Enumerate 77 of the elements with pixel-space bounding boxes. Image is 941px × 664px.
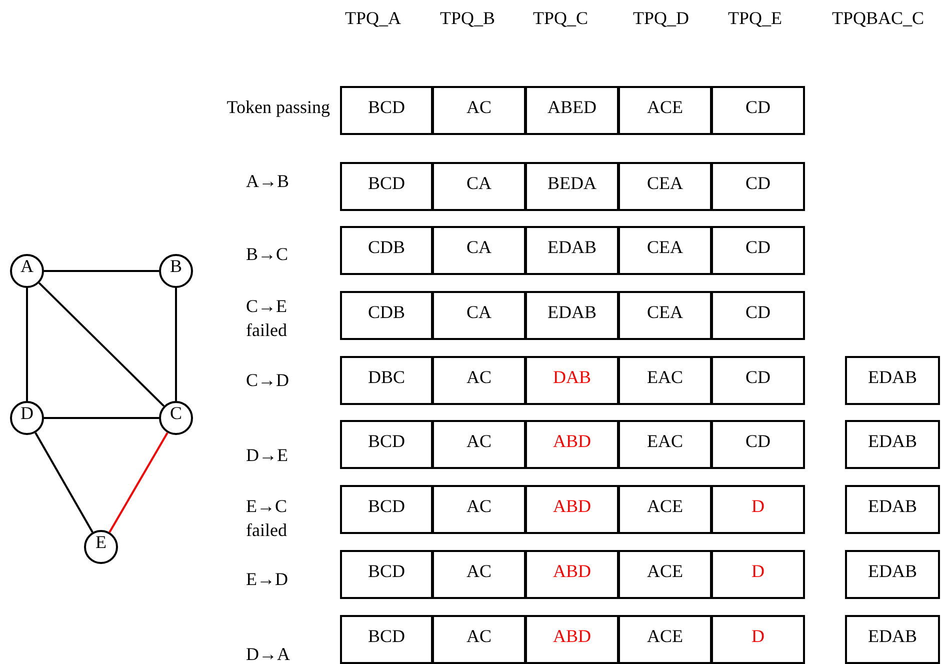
queue-cell: ABD <box>525 485 619 534</box>
column-header: TPQBAC_C <box>832 7 926 30</box>
queue-cell: CD <box>711 86 805 135</box>
queue-cell: CDB <box>340 291 433 340</box>
queue-cell: EDAB <box>525 226 619 275</box>
queue-cell: ABD <box>525 420 619 469</box>
queue-cell: CDB <box>340 226 433 275</box>
graph-edge <box>38 282 165 407</box>
column-header: TPQ_B <box>440 7 496 30</box>
queue-cell: CA <box>432 162 526 211</box>
graph-node-circle: D <box>10 401 44 435</box>
queue-cell: CA <box>432 291 526 340</box>
row-label: A→B <box>246 170 290 193</box>
row-label: D→A <box>246 643 291 664</box>
graph-node-circle: A <box>10 254 44 288</box>
row-label: E→D <box>246 568 289 591</box>
queue-cell: ACE <box>618 615 712 664</box>
queue-cell: ABD <box>525 615 619 664</box>
queue-cell: CEA <box>618 162 712 211</box>
row-label: C→E failed <box>246 295 288 342</box>
queue-cell: D <box>711 550 805 599</box>
queue-cell: BCD <box>340 162 433 211</box>
queue-cell: EDAB <box>525 291 619 340</box>
queue-cell: AC <box>432 485 526 534</box>
queue-cell: CD <box>711 226 805 275</box>
column-header: TPQ_D <box>633 7 690 30</box>
row-label: Token passing <box>226 96 330 119</box>
queue-cell: CEA <box>618 226 712 275</box>
queue-cell: EAC <box>618 420 712 469</box>
queue-cell: CD <box>711 162 805 211</box>
queue-cell: EDAB <box>845 420 940 469</box>
queue-cell: AC <box>432 356 526 405</box>
queue-cell: EDAB <box>845 615 940 664</box>
queue-cell: DAB <box>525 356 619 405</box>
column-header: TPQ_C <box>533 7 590 30</box>
queue-cell: BCD <box>340 550 433 599</box>
row-label: C→D <box>246 369 290 392</box>
queue-cell: EDAB <box>845 485 940 534</box>
queue-cell: BCD <box>340 615 433 664</box>
queue-cell: EDAB <box>845 356 940 405</box>
queue-cell: CD <box>711 420 805 469</box>
graph-edge <box>175 288 177 401</box>
queue-cell: CD <box>711 356 805 405</box>
queue-cell: ABD <box>525 550 619 599</box>
graph-node-circle: B <box>159 254 193 288</box>
queue-cell: CA <box>432 226 526 275</box>
row-label: E→C failed <box>246 495 288 542</box>
queue-cell: BEDA <box>525 162 619 211</box>
queue-cell: ACE <box>618 86 712 135</box>
queue-cell: ACE <box>618 485 712 534</box>
queue-cell: AC <box>432 615 526 664</box>
graph-edge <box>34 432 94 533</box>
graph-node-circle: C <box>159 401 193 435</box>
queue-cell: ACE <box>618 550 712 599</box>
graph-edge <box>44 417 159 419</box>
queue-cell: AC <box>432 420 526 469</box>
graph-edge <box>26 288 28 401</box>
queue-cell: ABED <box>525 86 619 135</box>
queue-cell: EAC <box>618 356 712 405</box>
queue-cell: AC <box>432 550 526 599</box>
row-label: B→C <box>246 243 290 266</box>
queue-cell: CD <box>711 291 805 340</box>
queue-cell: D <box>711 485 805 534</box>
queue-cell: AC <box>432 86 526 135</box>
queue-cell: CEA <box>618 291 712 340</box>
queue-cell: BCD <box>340 86 433 135</box>
graph-edge <box>44 270 159 272</box>
graph-node-circle: E <box>84 530 118 564</box>
queue-cell: BCD <box>340 420 433 469</box>
column-header: TPQ_A <box>345 7 402 30</box>
graph-edge <box>108 432 168 533</box>
row-label: D→E <box>246 444 289 467</box>
column-header: TPQ_E <box>728 7 783 30</box>
queue-cell: D <box>711 615 805 664</box>
queue-cell: BCD <box>340 485 433 534</box>
queue-cell: EDAB <box>845 550 940 599</box>
queue-cell: DBC <box>340 356 433 405</box>
